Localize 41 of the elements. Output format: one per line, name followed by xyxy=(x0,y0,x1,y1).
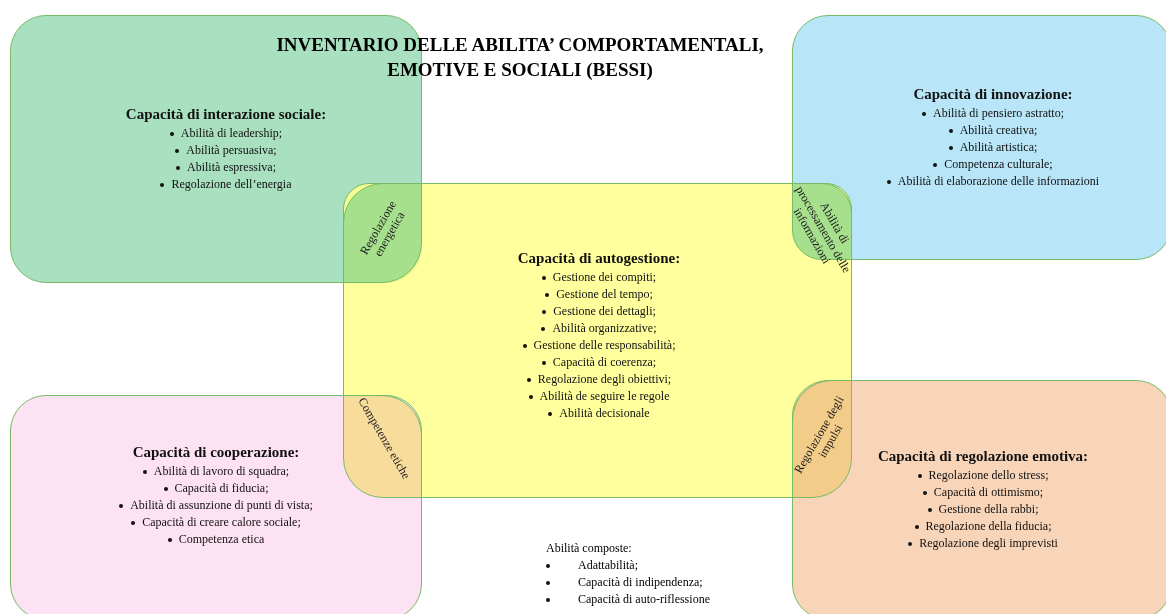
bullet-item: Regolazione dello stress; xyxy=(928,468,1049,482)
bullet-item: Gestione dei compiti; xyxy=(552,270,657,284)
bullet-item: Capacità di ottimismo; xyxy=(933,485,1044,499)
bullet-item: Capacità di auto-riflessione xyxy=(578,592,710,606)
category-box xyxy=(10,395,422,614)
overlap-leaf xyxy=(343,183,422,283)
bullet-item: Abilità di pensiero astratto; xyxy=(933,106,1064,120)
overlap-leaf xyxy=(792,380,852,498)
bullet-item: Gestione della rabbi; xyxy=(938,502,1039,516)
category-box xyxy=(792,380,1166,614)
category-heading: Capacità di autogestione: xyxy=(516,250,682,267)
bullet-item: Capacità di fiducia; xyxy=(174,481,269,495)
bullet-item: Abilità espressiva; xyxy=(187,160,276,174)
bullet-item: Abilità artistica; xyxy=(959,140,1038,154)
list-heading: Abilità composte: xyxy=(546,540,632,556)
bullet-item: Gestione dei dettagli; xyxy=(553,304,656,318)
bullet-item: Abilità organizzative; xyxy=(552,321,657,335)
bullet-item: Abilità persuasiva; xyxy=(186,143,277,157)
bullet-item: Abilità de seguire le regole xyxy=(539,389,670,403)
category-heading: Capacità di regolazione emotiva: xyxy=(876,448,1090,465)
bullet-item: Abilità di lavoro di squadra; xyxy=(153,464,290,478)
bullet-item: Competenza culturale; xyxy=(944,157,1053,171)
bullet-item: Capacità di coerenza; xyxy=(552,355,657,369)
bullet-item: Regolazione dell’energia xyxy=(171,177,292,191)
bullet-item: Abilità di leadership; xyxy=(180,126,283,140)
bullet-item: Regolazione della fiducia; xyxy=(925,519,1052,533)
bullet-item: Abilità decisionale xyxy=(559,406,650,420)
bullet-item: Abilità di elaborazione delle informazioni xyxy=(897,174,1100,188)
bullet-item: Capacità di indipendenza; xyxy=(578,575,703,589)
category-heading: Capacità di interazione sociale: xyxy=(124,106,328,123)
overlap-leaf xyxy=(343,395,422,498)
bullet-item: Regolazione degli obiettivi; xyxy=(537,372,672,386)
bullet-item: Abilità di assunzione di punti di vista; xyxy=(130,498,313,512)
category-heading: Capacità di innovazione: xyxy=(912,86,1074,103)
bullet-item: Gestione delle responsabilità; xyxy=(533,338,676,352)
bullet-item: Competenza etica xyxy=(178,532,265,546)
bullet-item: Gestione del tempo; xyxy=(556,287,653,301)
bullet-item: Abilità creativa; xyxy=(959,123,1038,137)
bullet-item: Capacità di creare calore sociale; xyxy=(142,515,301,529)
bullet-item: Adattabilità; xyxy=(578,558,638,572)
bullet-item: Regolazione degli imprevisti xyxy=(919,536,1058,550)
